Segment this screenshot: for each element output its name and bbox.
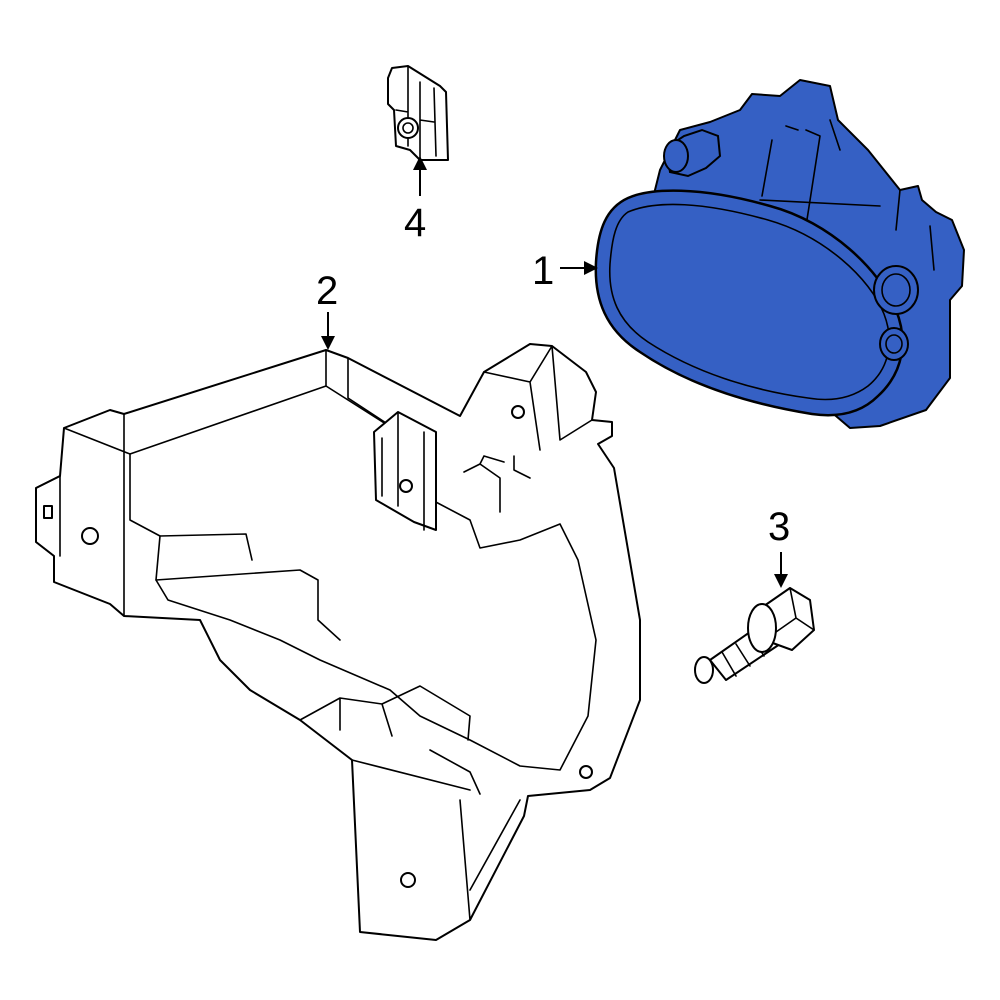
callout-4-arrow [413,156,427,196]
retainer-clip-part[interactable] [387,65,449,161]
callout-3-label: 3 [768,505,790,549]
mounting-bracket-part[interactable] [35,343,641,941]
callout-4-label: 4 [404,201,426,245]
callout-1-arrow [560,261,598,275]
bolt-part[interactable] [694,587,815,684]
callout-3-arrow [774,552,788,588]
callout-2-arrow [321,312,335,350]
fog-lamp-part[interactable] [594,79,965,429]
callout-1-label: 1 [532,249,554,293]
callout-2-label: 2 [316,269,338,313]
